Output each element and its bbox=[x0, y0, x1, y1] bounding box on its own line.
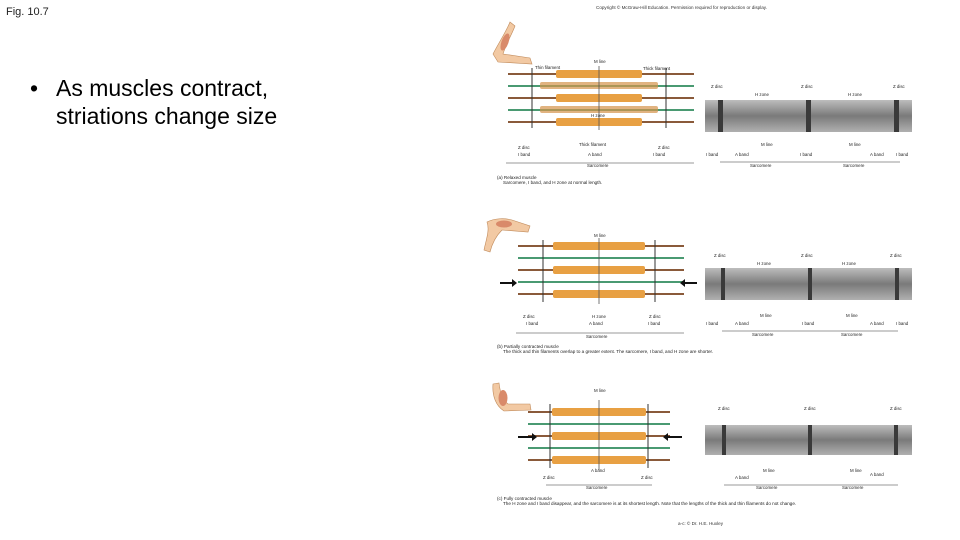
label-m-line-c3: M line bbox=[763, 468, 775, 473]
panel-b: M line Z disc Z disc H zone I band A ban… bbox=[483, 218, 912, 354]
label-h-zone-b4: H zone bbox=[842, 261, 856, 266]
label-a-band-c4: A band bbox=[870, 472, 884, 477]
label-m-line-b3: M line bbox=[760, 313, 772, 318]
figure-label: Fig. 10.7 bbox=[6, 6, 49, 18]
label-m-line-b4: M line bbox=[846, 313, 858, 318]
label-z-disc-a2: Z disc bbox=[658, 145, 671, 150]
micrograph-a: Z disc Z disc Z disc H zone H zone M lin… bbox=[705, 84, 912, 168]
label-sarcomere-b4: Sarcomere bbox=[841, 332, 863, 337]
label-sarcomere-a: Sarcomere bbox=[587, 163, 609, 168]
label-h-zone-b3: H zone bbox=[757, 261, 771, 266]
label-a-band-a4: A band bbox=[870, 152, 884, 157]
caption-b-title: (b) Partially contracted muscle bbox=[497, 344, 559, 349]
label-z-disc-a5: Z disc bbox=[893, 84, 906, 89]
label-z-disc-c2: Z disc bbox=[641, 475, 654, 480]
label-sarcomere-a4: Sarcomere bbox=[843, 163, 865, 168]
micrograph-c: Z disc Z disc Z disc M line M line A ban… bbox=[705, 406, 912, 490]
label-i-band-a1: I band bbox=[518, 152, 531, 157]
label-z-disc-a1: Z disc bbox=[518, 145, 531, 150]
label-thick-filament-a2: Thick filament bbox=[579, 142, 607, 147]
panel-a: Thin filament Thick filament M line H zo… bbox=[492, 21, 912, 185]
label-z-disc-b4: Z disc bbox=[801, 253, 814, 258]
bullet-dot: • bbox=[30, 75, 39, 101]
label-i-band-b4: I band bbox=[802, 321, 815, 326]
label-i-band-b1: I band bbox=[526, 321, 539, 326]
label-i-band-a4: I band bbox=[800, 152, 813, 157]
label-i-band-b3: I band bbox=[706, 321, 719, 326]
label-a-band-b4: A band bbox=[870, 321, 884, 326]
biceps-muscle-b bbox=[496, 220, 512, 228]
biceps-muscle-c bbox=[498, 390, 508, 406]
label-m-line-a: M line bbox=[594, 59, 606, 64]
label-z-disc-b3: Z disc bbox=[714, 253, 727, 258]
label-h-zone-a: H zone bbox=[591, 113, 605, 118]
label-m-line-c4: M line bbox=[850, 468, 862, 473]
image-credit: a-c: © Dr. H.E. Huxley bbox=[678, 521, 723, 526]
caption-b-body: The thick and thin filaments overlap to … bbox=[503, 349, 713, 354]
label-z-disc-a4: Z disc bbox=[801, 84, 814, 89]
label-z-disc-c1: Z disc bbox=[543, 475, 556, 480]
label-h-zone-b: H zone bbox=[592, 314, 606, 319]
label-i-band-a3: I band bbox=[706, 152, 719, 157]
label-h-zone-a3: H zone bbox=[755, 92, 769, 97]
sarcomere-diagram-c: M line A band Z disc Z disc Sarcomere bbox=[518, 388, 682, 490]
sarcomere-diagram-a: Thin filament Thick filament M line H zo… bbox=[506, 59, 694, 168]
label-m-line-c: M line bbox=[594, 388, 606, 393]
label-i-band-a5: I band bbox=[896, 152, 909, 157]
label-z-disc-b1: Z disc bbox=[523, 314, 536, 319]
label-z-disc-c5: Z disc bbox=[890, 406, 903, 411]
label-i-band-b2: I band bbox=[648, 321, 661, 326]
sarcomere-diagram-b: M line Z disc Z disc H zone I band A ban… bbox=[500, 233, 697, 339]
label-sarcomere-b: Sarcomere bbox=[586, 334, 608, 339]
caption-c-title: (c) Fully contracted muscle bbox=[497, 496, 552, 501]
label-z-disc-b5: Z disc bbox=[890, 253, 903, 258]
bullet-text: As muscles contract, striations change s… bbox=[56, 75, 278, 129]
arm-illustration-b bbox=[483, 218, 531, 253]
micrograph-b: Z disc Z disc Z disc H zone H zone M lin… bbox=[705, 253, 912, 337]
caption-a-body: Sarcomere, I band, and H zone at normal … bbox=[503, 180, 602, 185]
label-thin-filament-a: Thin filament bbox=[535, 65, 561, 70]
label-m-line-b: M line bbox=[594, 233, 606, 238]
label-a-band-b3: A band bbox=[735, 321, 749, 326]
label-sarcomere-c3: Sarcomere bbox=[756, 485, 778, 490]
caption-a-title: (a) Relaxed muscle bbox=[497, 175, 537, 180]
label-a-band-a: A band bbox=[588, 152, 602, 157]
label-i-band-a2: I band bbox=[653, 152, 666, 157]
label-m-line-a4: M line bbox=[849, 142, 861, 147]
arm-illustration-a bbox=[492, 21, 533, 65]
label-z-disc-a3: Z disc bbox=[711, 84, 724, 89]
label-a-band-c3: A band bbox=[735, 475, 749, 480]
label-z-disc-c3: Z disc bbox=[718, 406, 731, 411]
caption-c-body: The H zone and I band disappear, and the… bbox=[503, 501, 796, 506]
label-sarcomere-a3: Sarcomere bbox=[750, 163, 772, 168]
label-i-band-b5: I band bbox=[896, 321, 909, 326]
label-z-disc-b2: Z disc bbox=[649, 314, 662, 319]
label-h-zone-a4: H zone bbox=[848, 92, 862, 97]
label-a-band-a3: A band bbox=[735, 152, 749, 157]
label-sarcomere-c: Sarcomere bbox=[586, 485, 608, 490]
copyright-notice: Copyright © McGraw-Hill Education. Permi… bbox=[596, 5, 768, 10]
label-a-band-c: A band bbox=[591, 468, 605, 473]
label-sarcomere-b3: Sarcomere bbox=[752, 332, 774, 337]
label-z-disc-c4: Z disc bbox=[804, 406, 817, 411]
panel-c: M line A band Z disc Z disc Sarcomere Z … bbox=[492, 382, 912, 506]
label-a-band-b: A band bbox=[589, 321, 603, 326]
label-m-line-a3: M line bbox=[761, 142, 773, 147]
biceps-muscle-a bbox=[500, 33, 510, 51]
label-sarcomere-c4: Sarcomere bbox=[842, 485, 864, 490]
label-thick-filament-a: Thick filament bbox=[643, 66, 671, 71]
